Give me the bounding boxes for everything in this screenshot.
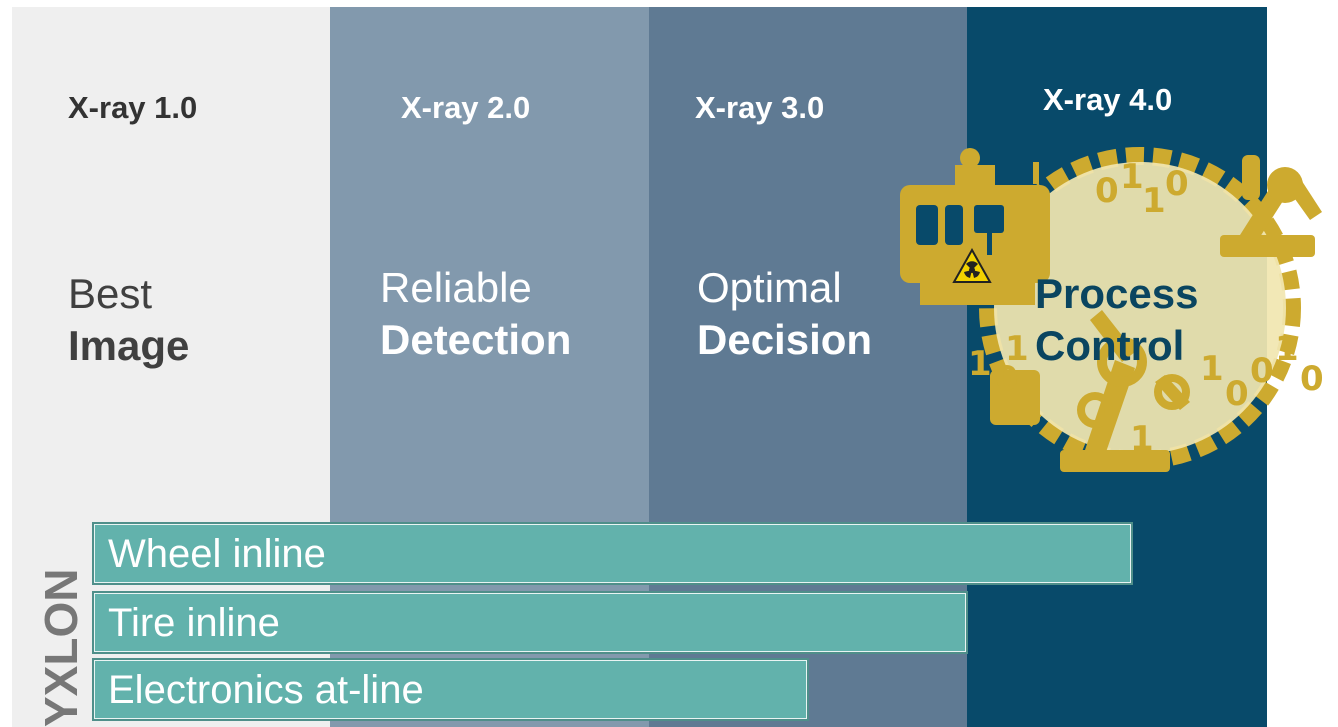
caption-line: Best <box>68 270 153 317</box>
caption-line: Reliable <box>380 264 532 311</box>
binary-digit: 0 <box>1300 359 1324 399</box>
caption-line-bold: Image <box>68 322 190 369</box>
column-caption: Process Control <box>1035 268 1198 372</box>
industry-4-0-gear-icon: 0 1 1 0 1 0 1 1 0 0 1 0 1 <box>900 147 1324 472</box>
caption-line-bold: Decision <box>697 316 873 363</box>
yxlon-logo: YXLON <box>35 569 87 727</box>
binary-digit: 1 <box>1130 419 1154 459</box>
radiation-warning-icon <box>952 247 992 283</box>
machine-icon <box>990 370 1040 425</box>
caption-line: Optimal <box>697 264 842 311</box>
version-heading: X-ray 1.0 <box>68 90 198 125</box>
binary-digit: 0 <box>995 359 1019 399</box>
binary-digit: 1 <box>1275 329 1299 369</box>
version-heading: X-ray 3.0 <box>695 90 825 125</box>
caption-line: Process <box>1035 270 1199 317</box>
binary-digits: 0 1 1 0 1 0 1 1 0 0 1 0 1 <box>968 157 1324 459</box>
binary-digit: 1 <box>1120 157 1144 197</box>
binary-digit: 1 <box>1200 349 1224 389</box>
gear-ring <box>979 147 1301 469</box>
robot-arm-icon <box>1220 155 1322 257</box>
version-heading: X-ray 2.0 <box>401 90 531 125</box>
binary-digit: 0 <box>1095 171 1119 211</box>
robot-arm-icon <box>1060 310 1190 472</box>
binary-digit: 0 <box>1250 351 1274 391</box>
column-caption: Best Image <box>68 268 189 372</box>
binary-digit: 1 <box>968 344 992 384</box>
product-bar-electronics-at-line: Electronics at-line <box>92 658 809 721</box>
product-bar-wheel-inline: Wheel inline <box>92 522 1133 585</box>
binary-digit: 0 <box>1165 164 1189 204</box>
column-caption: Reliable Detection <box>380 262 571 366</box>
binary-digit: 0 <box>1225 374 1249 414</box>
binary-digit: 1 <box>1142 181 1166 221</box>
svg-text:YXLON: YXLON <box>35 569 87 727</box>
version-heading: X-ray 4.0 <box>1043 82 1173 117</box>
column-caption: Optimal Decision <box>697 262 872 366</box>
gear-body <box>994 162 1286 454</box>
binary-digit: 1 <box>1005 329 1029 369</box>
product-bar-tire-inline: Tire inline <box>92 591 968 654</box>
caption-line-bold: Detection <box>380 316 572 363</box>
caption-line-bold: Control <box>1035 322 1185 369</box>
